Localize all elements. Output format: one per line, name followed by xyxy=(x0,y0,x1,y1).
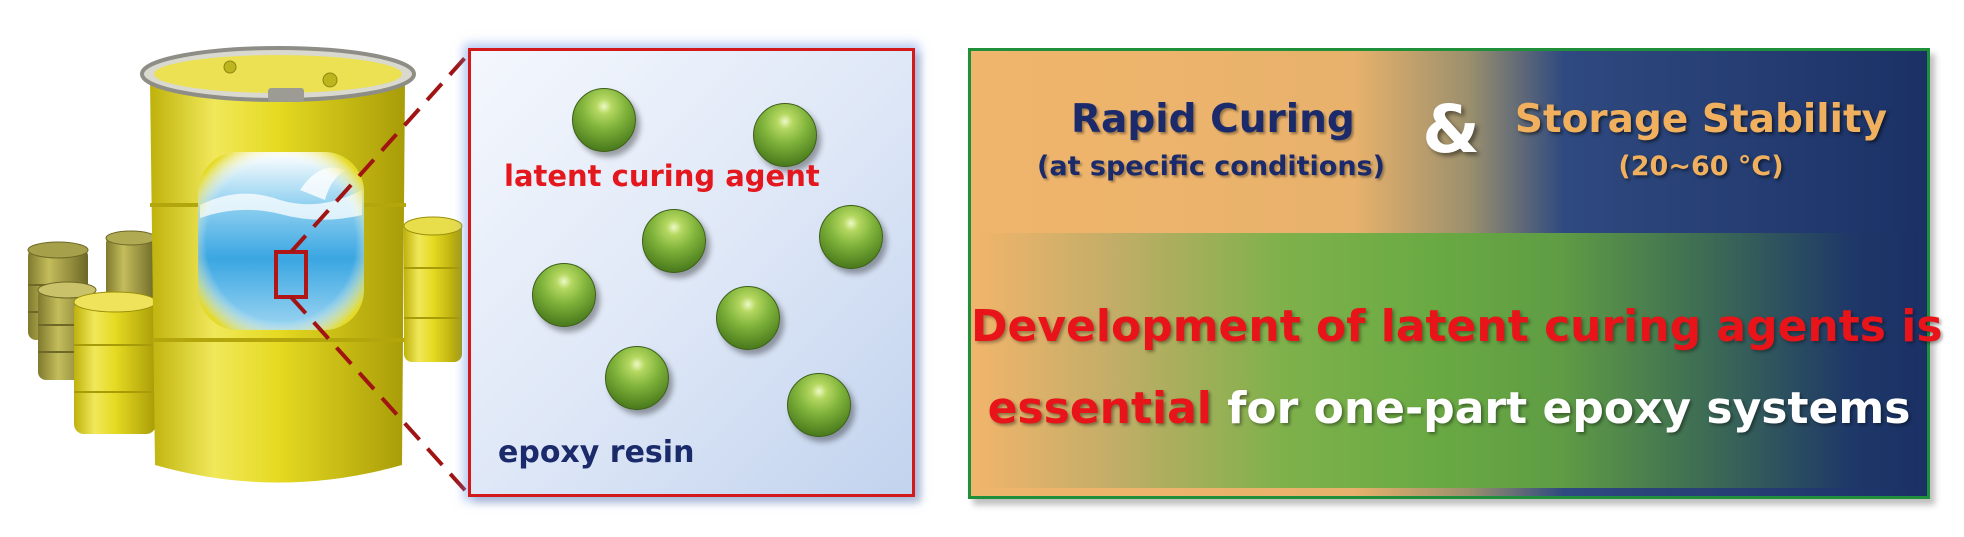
curing-agent-particle-icon xyxy=(572,88,636,152)
curing-agent-label: latent curing agent xyxy=(504,159,820,193)
statement-rest: for one-part epoxy systems xyxy=(1227,383,1911,434)
water-window-icon xyxy=(198,152,364,330)
curing-agent-particle-icon xyxy=(819,205,883,269)
statement-line-1: Development of latent curing agents is xyxy=(971,301,1943,352)
storage-stability-subtitle: (20~60 °C) xyxy=(1618,151,1784,182)
curing-agent-particle-icon xyxy=(642,209,706,273)
small-barrel-icon xyxy=(105,230,157,306)
curing-agent-particle-icon xyxy=(605,346,669,410)
statement-line-2: essential for one-part epoxy systems xyxy=(971,383,1927,434)
requirements-box: Rapid Curing (at specific conditions) & … xyxy=(968,48,1943,499)
callout-line-bottom xyxy=(289,295,474,500)
storage-stability-title: Storage Stability xyxy=(1514,97,1888,142)
rapid-curing-subtitle: (at specific conditions) xyxy=(1037,151,1385,182)
callout-line-top xyxy=(289,48,474,254)
ampersand-connector: & xyxy=(1422,91,1480,168)
statement-emphasis: essential xyxy=(987,383,1212,434)
zoomed-resin-panel: latent curing agent epoxy resin xyxy=(468,48,915,497)
curing-agent-particle-icon xyxy=(532,263,596,327)
barrels-illustration xyxy=(27,46,474,500)
epoxy-resin-label: epoxy resin xyxy=(498,435,695,470)
rapid-curing-title: Rapid Curing xyxy=(1071,97,1355,142)
small-barrel-icon xyxy=(403,216,463,362)
small-barrel-icon xyxy=(73,291,157,434)
curing-agent-particle-icon xyxy=(716,286,780,350)
curing-agent-particle-icon xyxy=(753,103,817,167)
curing-agent-particle-icon xyxy=(787,373,851,437)
statement-band xyxy=(981,233,1917,488)
